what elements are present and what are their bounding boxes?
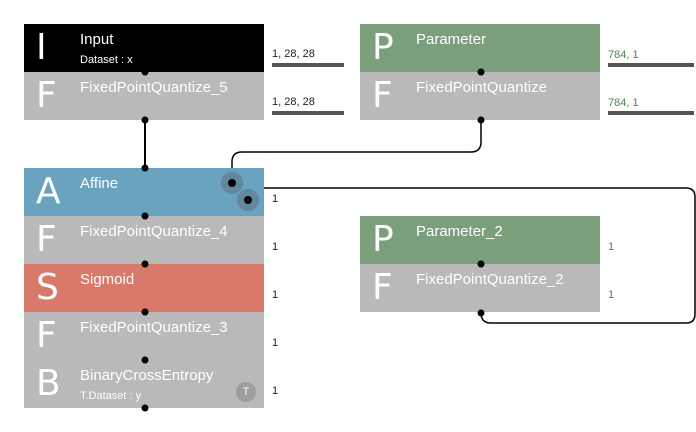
node-fpq4-letter: F [36,219,57,260]
target-badge-icon: T [236,382,256,402]
shape-bar-fpq [608,111,694,115]
node-parameter-letter: P [372,27,394,68]
shape-fpq: 784, 1 [608,97,639,109]
node-fpq5-letter: F [36,75,57,116]
node-sigmoid[interactable]: S Sigmoid [24,264,264,312]
shape-fpq2: 1 [608,289,615,301]
node-affine-letter: A [36,171,61,212]
node-input-dataset: Dataset : x [80,54,133,66]
shape-bar-input [272,63,344,67]
shape-sigmoid: 1 [272,289,279,301]
node-bce-letter: B [36,363,61,404]
node-parameter-name: Parameter [416,31,487,48]
shape-parameter: 784, 1 [608,49,639,61]
node-fpq[interactable]: F FixedPointQuantize [360,72,600,120]
node-fpq3[interactable]: F FixedPointQuantize_3 [24,312,264,360]
node-fpq2-name: FixedPointQuantize_2 [416,271,564,288]
node-fpq5-name: FixedPointQuantize_5 [80,79,228,96]
node-fpq5[interactable]: F FixedPointQuantize_5 [24,72,264,120]
node-fpq-letter: F [372,75,393,116]
shape-bar-parameter [608,63,694,67]
node-parameter[interactable]: P Parameter [360,24,600,72]
node-parameter2-name: Parameter_2 [416,223,503,240]
node-input-letter: I [36,27,47,68]
node-bce-dataset: T.Dataset : y [80,390,142,402]
node-bce[interactable]: B BinaryCrossEntropy T.Dataset : y T [24,360,264,408]
node-bce-name: BinaryCrossEntropy [80,367,214,384]
node-input[interactable]: I Input Dataset : x [24,24,264,72]
shape-affine: 1 [272,193,279,205]
shape-fpq3: 1 [272,337,279,349]
shape-input: 1, 28, 28 [272,48,315,60]
node-parameter2-letter: P [372,219,394,260]
shape-fpq5: 1, 28, 28 [272,96,315,108]
shape-parameter2: 1 [608,241,615,253]
shape-bce: 1 [272,385,279,397]
node-fpq-name: FixedPointQuantize [416,79,547,96]
node-fpq4-name: FixedPointQuantize_4 [80,223,228,240]
node-fpq3-letter: F [36,315,57,356]
node-sigmoid-name: Sigmoid [80,271,135,288]
node-sigmoid-letter: S [36,267,59,308]
node-fpq4[interactable]: F FixedPointQuantize_4 [24,216,264,264]
node-parameter2[interactable]: P Parameter_2 [360,216,600,264]
shape-fpq4: 1 [272,241,279,253]
node-fpq3-name: FixedPointQuantize_3 [80,319,228,336]
node-fpq2[interactable]: F FixedPointQuantize_2 [360,264,600,312]
node-fpq2-letter: F [372,267,393,308]
node-affine[interactable]: A Affine [24,168,264,216]
edge-fpq-affine [231,120,482,183]
node-input-name: Input [80,31,114,48]
node-affine-name: Affine [80,175,119,192]
shape-bar-fpq5 [272,111,344,115]
